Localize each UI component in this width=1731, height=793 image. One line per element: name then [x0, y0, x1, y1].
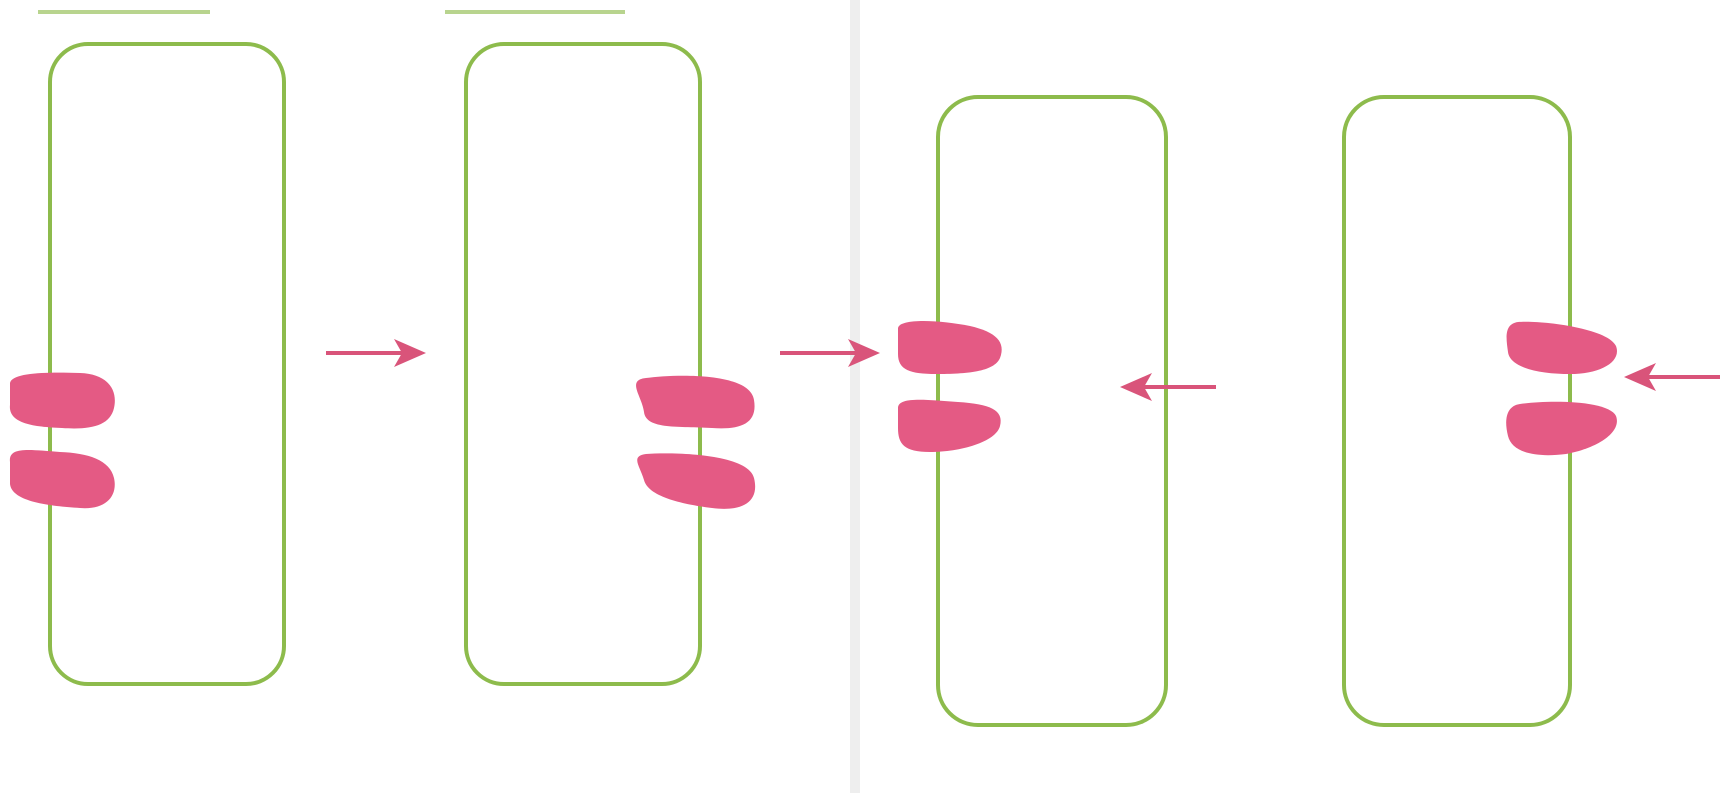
arrow-head [848, 339, 880, 367]
cell-wall [464, 42, 702, 686]
guard-cell-pair [1506, 321, 1617, 456]
arrow-head [1120, 373, 1152, 401]
cell-left-panel-2 [464, 42, 756, 686]
guard-cell-lower [9, 450, 115, 509]
arrow-left-panel-2 [780, 339, 880, 367]
guard-cell-upper [9, 372, 115, 429]
guard-cell-pair [9, 372, 115, 509]
guard-cell-lower [637, 453, 756, 509]
guard-cell-upper [636, 375, 755, 429]
cell-left-panel-1 [9, 42, 286, 686]
guard-cell-pair [636, 375, 756, 509]
guard-cell-upper [1506, 321, 1617, 374]
cell-wall [48, 42, 286, 686]
cell-right-panel-1 [898, 95, 1168, 727]
arrow-right-panel-1 [1120, 373, 1216, 401]
arrow-head [1624, 363, 1656, 391]
guard-cell-lower [1506, 401, 1617, 456]
arrow-right-panel-2 [1624, 363, 1720, 391]
right-panel [898, 95, 1720, 727]
arrow-head [394, 339, 426, 367]
cell-right-panel-2 [1342, 95, 1617, 727]
guard-cell-upper [898, 321, 1002, 374]
guard-cell-pair [898, 321, 1002, 452]
arrow-left-panel-1 [326, 339, 426, 367]
left-panel [9, 42, 880, 686]
guard-cell-lower [898, 399, 1001, 452]
